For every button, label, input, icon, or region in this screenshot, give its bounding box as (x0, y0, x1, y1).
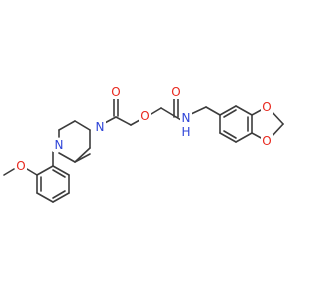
amide-oxygen-label: O (170, 85, 182, 99)
atom-labels: O O O N H N N O (15, 85, 273, 173)
piperazine-nitrogen-top-label: N (94, 120, 106, 134)
svg-text:N: N (182, 111, 191, 125)
svg-text:O: O (111, 85, 120, 99)
molecule-diagram: O O O N H N N O (3, 85, 284, 203)
bond-lines (3, 98, 284, 203)
methoxy-oxygen-label: O (15, 159, 27, 173)
svg-text:O: O (16, 159, 25, 173)
svg-text:O: O (140, 109, 149, 123)
ether-oxygen-label: O (139, 109, 151, 123)
svg-text:O: O (171, 85, 180, 99)
amide-hydrogen-label: H (180, 125, 192, 139)
svg-text:O: O (262, 134, 271, 148)
dioxole-oxygen-bottom-label: O (261, 134, 273, 148)
svg-text:H: H (181, 125, 190, 139)
dioxole-oxygen-top-label: O (261, 100, 273, 114)
amide-nitrogen-label: N (180, 111, 192, 125)
svg-text:O: O (262, 100, 271, 114)
svg-text:N: N (96, 120, 105, 134)
svg-text:N: N (55, 138, 64, 152)
ketone-oxygen-label: O (110, 85, 122, 99)
piperazine-nitrogen-bottom-label: N (53, 138, 65, 152)
